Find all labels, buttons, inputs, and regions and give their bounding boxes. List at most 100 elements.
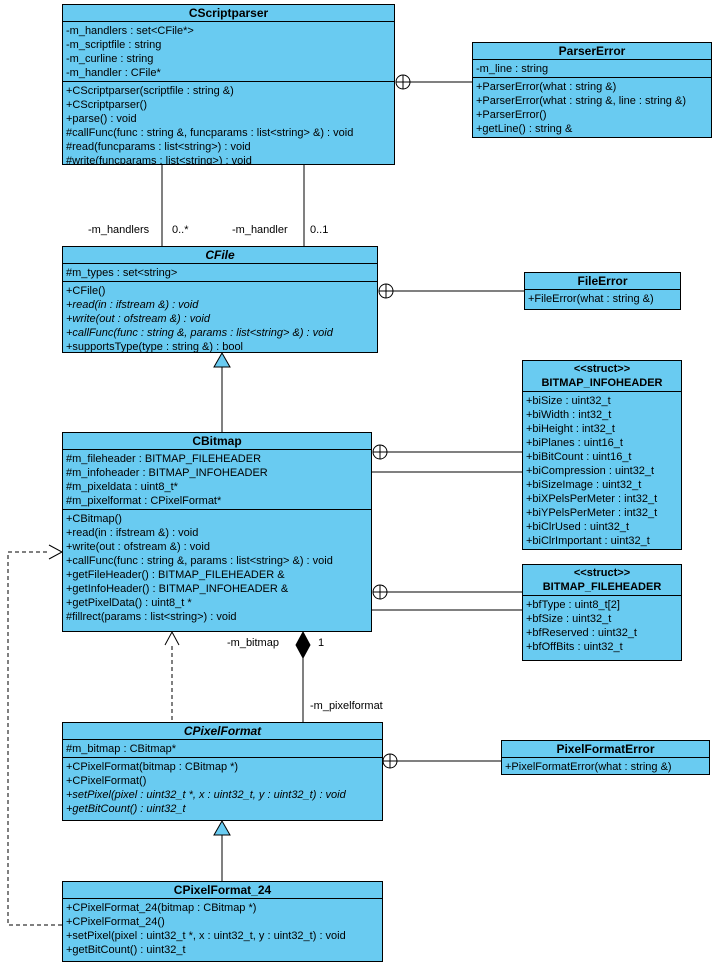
uml-member: #m_infoheader : BITMAP_INFOHEADER [66, 467, 268, 479]
class-box-cfile[interactable]: CFile #m_types : set<string> +CFile()+re… [62, 246, 378, 353]
anchor-edge-cbitmap-infoheader [372, 444, 522, 460]
methods-compartment: +PixelFormatError(what : string &) [502, 757, 709, 774]
struct-name: BITMAP_FILEHEADER [542, 581, 662, 593]
attributes-compartment: -m_handlers : set<CFile*>-m_scriptfile :… [63, 21, 394, 81]
anchor-edge-cscriptparser-parsererror [395, 74, 472, 90]
uml-member: #m_pixelformat : CPixelFormat* [66, 495, 222, 507]
uml-member: +read(in : ifstream &) : void [66, 527, 199, 539]
uml-member: +getBitCount() : uint32_t [66, 944, 186, 956]
attributes-compartment: +bfType : uint8_t[2] +bfSize : uint32_t +b… [523, 595, 681, 660]
uml-member: +CScriptparser() [66, 99, 147, 111]
attributes-compartment: -m_line : string [473, 59, 711, 77]
uml-member: +getInfoHeader() : BITMAP_INFOHEADER & [66, 583, 289, 595]
uml-member: +getPixelData() : uint8_t * [66, 597, 192, 609]
uml-member: +biYPelsPerMeter : int32_t [526, 507, 658, 519]
uml-member: +callFunc(func : string &, params : list… [66, 327, 333, 339]
generalization-cpixelformat24-cpixelformat [213, 819, 231, 881]
uml-member: +FileError(what : string &) [528, 293, 654, 305]
generalization-cbitmap-cfile [213, 351, 231, 432]
class-box-cbitmap[interactable]: CBitmap #m_fileheader : BITMAP_FILEHEADE… [62, 432, 372, 632]
uml-member: #m_bitmap : CBitmap* [66, 743, 177, 755]
class-box-fileerror[interactable]: FileError +FileError(what : string &) [524, 272, 681, 310]
uml-member: +getFileHeader() : BITMAP_FILEHEADER & [66, 569, 285, 581]
class-title: CBitmap [192, 434, 242, 448]
class-box-cpixelformat-24[interactable]: CPixelFormat_24 +CPixelFormat_24(bitmap … [62, 881, 383, 962]
anchor-circle-icon [372, 444, 388, 460]
class-title: <<struct>> BITMAP_FILEHEADER [523, 565, 681, 595]
stereotype-label: <<struct>> [573, 567, 631, 579]
anchor-circle-icon [395, 74, 411, 90]
class-title: CPixelFormat_24 [173, 883, 272, 897]
uml-member: #m_types : set<string> [66, 267, 178, 279]
uml-member: +biClrUsed : uint32_t [526, 521, 630, 533]
dependency-cpixelformat-cbitmap [164, 630, 180, 722]
methods-compartment: +CBitmap() +read(in : ifstream &) : void +… [63, 509, 371, 631]
role-label-m-handlers: -m_handlers [88, 224, 150, 236]
multiplicity-label-m-handler: 0..1 [310, 224, 329, 236]
uml-member: +setPixel(pixel : uint32_t *, x : uint32… [66, 789, 346, 801]
uml-member: -m_scriptfile : string [66, 39, 162, 51]
generalization-triangle-icon [213, 351, 231, 368]
uml-member: +CPixelFormat() [66, 775, 147, 787]
struct-name: BITMAP_INFOHEADER [541, 377, 663, 389]
uml-member: -m_handler : CFile* [66, 67, 161, 79]
uml-member: +biCompression : uint32_t [526, 465, 655, 477]
uml-member: +PixelFormatError(what : string &) [505, 761, 672, 773]
composition-cbitmap-cpixelformat [295, 630, 311, 722]
uml-member: #callFunc(func : string &, funcparams : … [66, 127, 354, 139]
uml-member: +biHeight : int32_t [526, 423, 615, 435]
class-title: CFile [205, 248, 235, 262]
uml-member: +bfSize : uint32_t [526, 613, 612, 625]
uml-member: +ParserError(what : string &) [476, 81, 617, 93]
class-box-cpixelformat[interactable]: CPixelFormat #m_bitmap : CBitmap* +CPixe… [62, 722, 383, 821]
uml-member: +biWidth : int32_t [526, 409, 612, 421]
uml-member: +CPixelFormat(bitmap : CBitmap *) [66, 761, 239, 773]
uml-member: +biPlanes : uint16_t [526, 437, 623, 449]
uml-member: +getBitCount() : uint32_t [66, 803, 186, 815]
role-label-m-handler: -m_handler [232, 224, 288, 236]
anchor-circle-icon [382, 753, 398, 769]
role-label-m-pixelformat: -m_pixelformat [310, 700, 383, 712]
attributes-compartment: +biSize : uint32_t+biWidth : int32_t+biH… [523, 391, 681, 549]
uml-member: +biClrImportant : uint32_t [526, 535, 650, 547]
uml-member: #m_pixeldata : uint8_t* [66, 481, 178, 493]
composition-diamond-icon [295, 630, 311, 660]
class-title: PixelFormatError [556, 742, 655, 756]
methods-compartment: +ParserError(what : string &) +ParserErro… [473, 77, 711, 137]
uml-member: +biXPelsPerMeter : int32_t [526, 493, 658, 505]
class-box-cscriptparser[interactable]: CScriptparser -m_handlers : set<CFile*>-… [62, 4, 395, 165]
uml-member: +bfType : uint8_t[2] [526, 599, 620, 611]
class-title: CScriptparser [188, 6, 269, 20]
uml-member: +CBitmap() [66, 513, 122, 525]
uml-member: +CPixelFormat_24() [66, 916, 165, 928]
attributes-compartment: #m_bitmap : CBitmap* [63, 739, 382, 757]
class-title: FileError [577, 274, 628, 288]
anchor-edge-cfile-fileerror [378, 283, 524, 299]
uml-member: +bfOffBits : uint32_t [526, 641, 623, 653]
class-title: ParserError [558, 44, 626, 58]
class-box-pixelformaterror[interactable]: PixelFormatError +PixelFormatError(what … [501, 740, 710, 775]
uml-member: +ParserError(what : string &, line : str… [476, 95, 686, 107]
class-box-bitmap-infoheader[interactable]: <<struct>> BITMAP_INFOHEADER +biSize : u… [522, 360, 682, 550]
multiplicity-label-m-bitmap: 1 [318, 637, 325, 649]
role-label-m-bitmap: -m_bitmap [227, 637, 279, 649]
multiplicity-label-m-handlers: 0..* [172, 224, 189, 236]
dependency-cpixelformat24-cbitmap [7, 544, 64, 926]
uml-member: +write(out : ofstream &) : void [66, 313, 210, 325]
uml-member: +parse() : void [66, 113, 137, 125]
uml-member: #m_fileheader : BITMAP_FILEHEADER [66, 453, 262, 465]
uml-member: +biBitCount : uint16_t [526, 451, 632, 463]
uml-member: +CScriptparser(scriptfile : string &) [66, 85, 234, 97]
uml-member: +ParserError() [476, 109, 547, 121]
uml-member: +getLine() : string & [476, 123, 573, 135]
class-box-bitmap-fileheader[interactable]: <<struct>> BITMAP_FILEHEADER +bfType : u… [522, 564, 682, 661]
uml-member: +write(out : ofstream &) : void [66, 541, 210, 553]
attributes-compartment: #m_types : set<string> [63, 263, 377, 281]
uml-member: +setPixel(pixel : uint32_t *, x : uint32… [66, 930, 346, 942]
uml-member: #read(funcparams : list<string>) : void [66, 141, 251, 153]
generalization-triangle-icon [213, 819, 231, 836]
uml-member: +supportsType(type : string &) : bool [66, 341, 244, 352]
class-box-parsererror[interactable]: ParserError -m_line : string +ParserErro… [472, 42, 712, 138]
uml-member: +read(in : ifstream &) : void [66, 299, 199, 311]
anchor-edge-cpixelformat-pixelformaterror [382, 753, 501, 769]
